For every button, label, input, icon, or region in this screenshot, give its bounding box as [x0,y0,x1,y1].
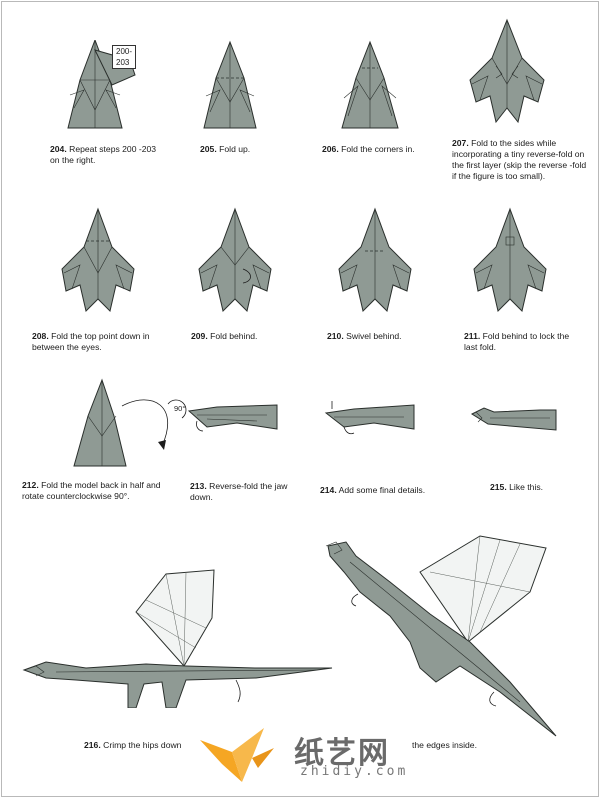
step-212-diagram [73,378,187,467]
step-209-caption: 209. Fold behind. [191,331,258,341]
step-216-caption: 216. Crimp the hips down [84,740,182,750]
step-208-diagram [61,207,135,312]
step-206-caption: 206. Fold the corners in. [322,144,415,154]
step-207-diagram [469,18,545,124]
step-209-diagram [198,207,272,312]
step-210-diagram [338,207,412,312]
step-214-diagram [324,401,415,435]
step-213-diagram [187,404,278,432]
step-213-caption: 213. Reverse-fold the jaw down. [190,481,288,502]
step-208-caption: 208. Fold the top point down in between … [32,331,150,352]
step-212-caption: 212. Fold the model back in half and rot… [22,480,161,501]
step-212-rotation: 90° [174,404,186,413]
step-205-caption: 205. Fold up. [200,144,251,154]
step-217-caption: the edges inside. [412,740,477,750]
dragon-217-diagram [325,535,557,737]
step-204-ref: 200-203 [112,45,137,69]
step-204-diagram [67,40,136,129]
watermark-brand: 纸艺网 [294,736,390,771]
step-206-diagram [341,40,399,129]
step-207-caption: 207. Fold to the sides while incorporati… [452,138,587,181]
watermark-bird-logo [200,728,274,782]
watermark-url: zhidiy.com [300,764,409,779]
step-211-caption: 211. Fold behind to lock the last fold. [464,331,570,352]
step-215-diagram [470,407,557,431]
step-211-diagram [473,207,547,312]
step-215-caption: 215. Like this. [490,482,544,492]
step-210-caption: 210. Swivel behind. [327,331,402,341]
step-214-caption: 214. Add some final details. [320,485,426,495]
dragon-216-diagram [22,569,333,708]
step-205-diagram [203,40,257,129]
step-204-caption: 204. Repeat steps 200 -203 on the right. [50,144,157,165]
